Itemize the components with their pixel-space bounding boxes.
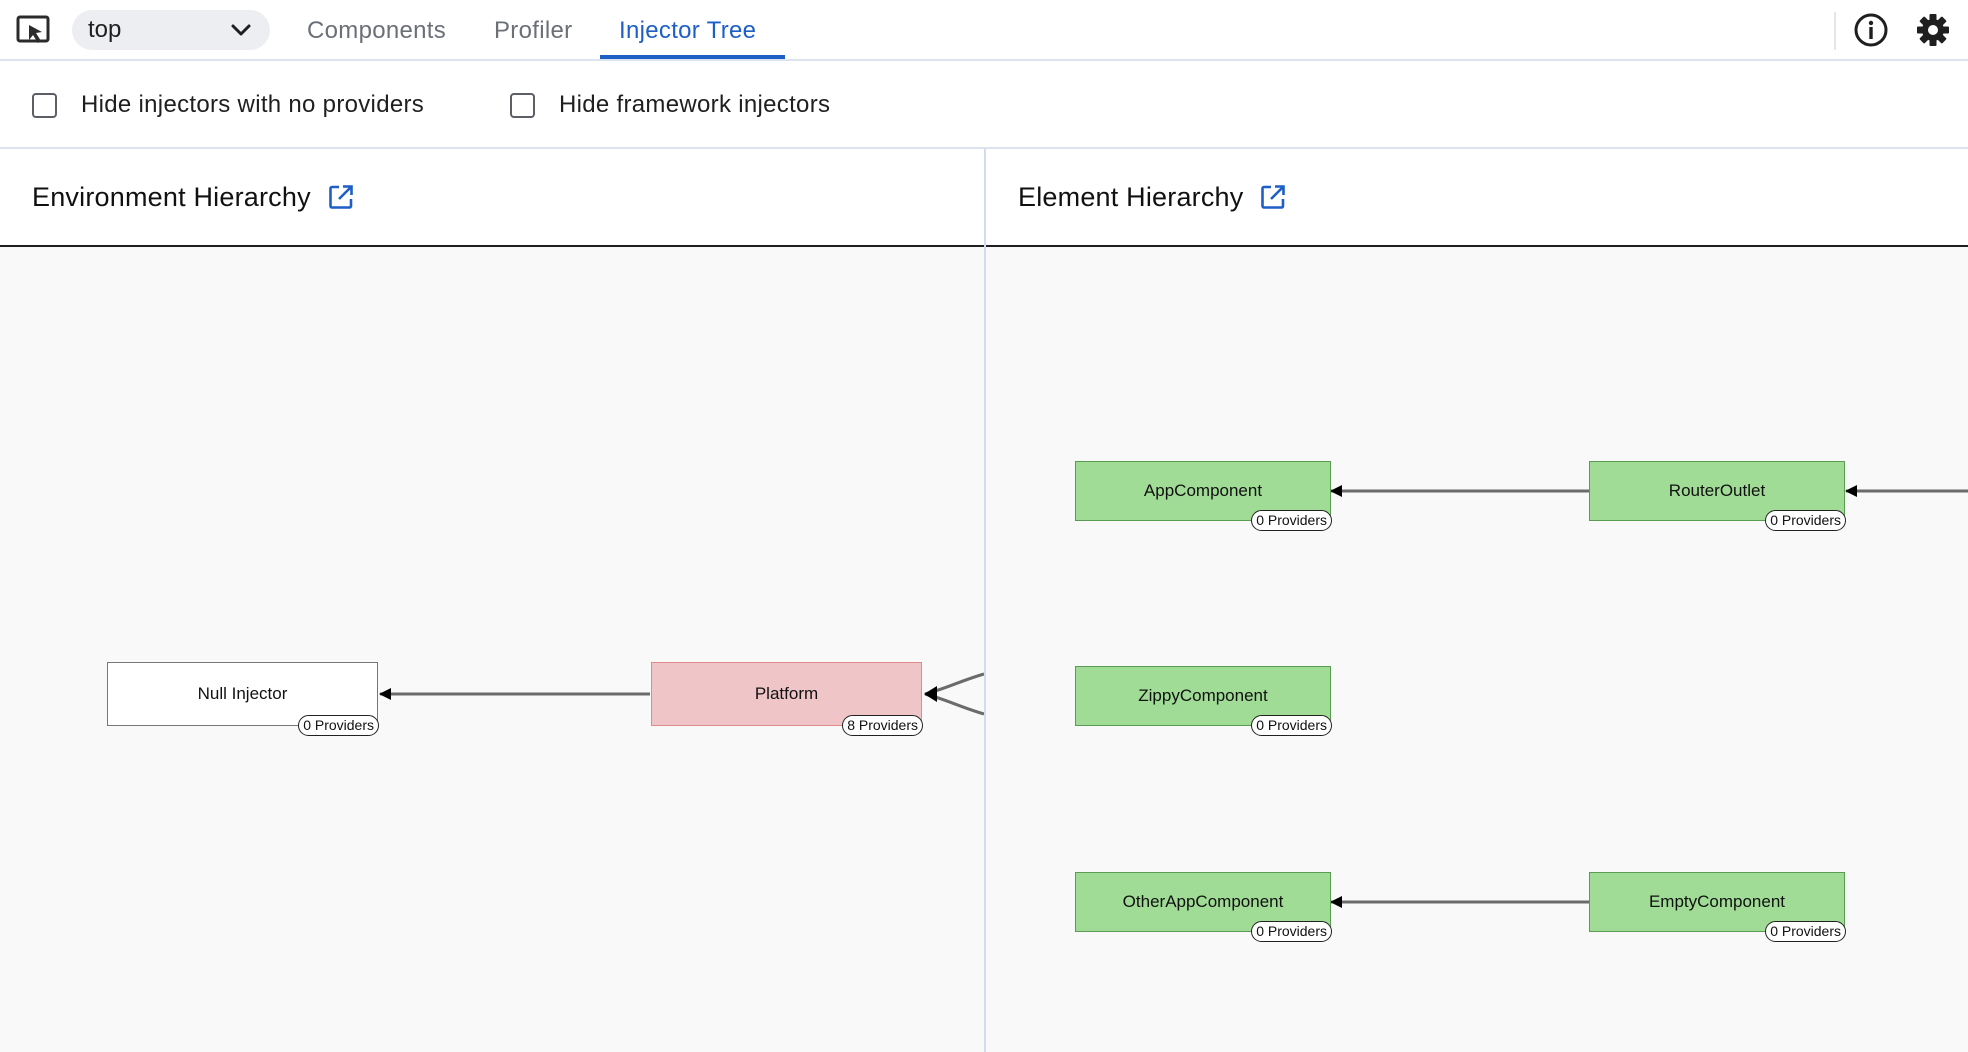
providers-badge: 0 Providers xyxy=(298,715,379,736)
open-in-new-icon[interactable] xyxy=(1259,183,1287,211)
tab-injector-tree-label: Injector Tree xyxy=(619,16,757,44)
settings-button[interactable] xyxy=(1913,10,1953,50)
tab-profiler[interactable]: Profiler xyxy=(494,0,572,61)
node-other-app-component[interactable]: OtherAppComponent 0 Providers xyxy=(1075,872,1332,942)
devtools-toolbar: top Components Profiler Injector Tree xyxy=(0,0,1968,61)
inspect-icon xyxy=(16,15,50,43)
node-null-injector[interactable]: Null Injector 0 Providers xyxy=(107,662,379,736)
edge-arrowhead-platform xyxy=(924,686,937,702)
hide-no-providers-label: Hide injectors with no providers xyxy=(81,91,425,118)
tab-components[interactable]: Components xyxy=(307,0,446,61)
providers-badge: 0 Providers xyxy=(1251,715,1332,736)
inspect-element-button[interactable] xyxy=(14,12,54,48)
providers-badge: 0 Providers xyxy=(1765,510,1846,531)
frame-selector-value: top xyxy=(88,16,122,43)
frame-selector[interactable]: top xyxy=(72,10,270,50)
hide-no-providers-option[interactable]: Hide injectors with no providers xyxy=(32,91,424,119)
chevron-down-icon xyxy=(231,24,251,36)
node-label: EmptyComponent xyxy=(1648,892,1786,911)
hide-framework-option[interactable]: Hide framework injectors xyxy=(510,91,830,119)
tab-injector-tree[interactable]: Injector Tree xyxy=(619,0,756,61)
environment-hierarchy-panel: Environment Hierarchy Null Injector 0 Pr… xyxy=(0,149,984,1052)
providers-badge: 0 Providers xyxy=(1251,921,1332,942)
tab-profiler-label: Profiler xyxy=(494,16,573,44)
info-button[interactable] xyxy=(1851,10,1891,50)
environment-hierarchy-title: Environment Hierarchy xyxy=(32,181,311,212)
panel-splitter[interactable] xyxy=(984,149,986,1052)
hide-framework-label: Hide framework injectors xyxy=(559,91,831,118)
info-icon xyxy=(1854,13,1888,47)
element-hierarchy-title: Element Hierarchy xyxy=(1018,181,1244,212)
providers-badge: 0 Providers xyxy=(1251,510,1332,531)
node-zippy-component[interactable]: ZippyComponent 0 Providers xyxy=(1075,666,1332,736)
element-hierarchy-header: Element Hierarchy xyxy=(986,149,1968,247)
node-label: RouterOutlet xyxy=(1668,481,1766,500)
injector-options-bar: Hide injectors with no providers Hide fr… xyxy=(0,61,1968,149)
node-label: AppComponent xyxy=(1143,481,1263,500)
node-label: OtherAppComponent xyxy=(1122,892,1284,911)
node-label: ZippyComponent xyxy=(1138,686,1268,705)
environment-graph-edges xyxy=(379,672,984,716)
node-platform[interactable]: Platform 8 Providers xyxy=(651,662,923,736)
providers-badge: 0 Providers xyxy=(1765,921,1846,942)
toolbar-divider xyxy=(1834,12,1836,50)
hide-framework-checkbox[interactable] xyxy=(510,92,535,118)
open-in-new-icon[interactable] xyxy=(327,183,355,211)
node-label: Null Injector xyxy=(197,684,288,703)
node-label: Platform xyxy=(754,684,819,703)
node-app-component[interactable]: AppComponent 0 Providers xyxy=(1075,461,1332,531)
node-router-outlet[interactable]: RouterOutlet 0 Providers xyxy=(1589,461,1846,531)
active-tab-indicator xyxy=(600,55,785,59)
node-empty-component[interactable]: EmptyComponent 0 Providers xyxy=(1589,872,1846,942)
environment-hierarchy-header: Environment Hierarchy xyxy=(0,149,984,247)
tab-components-label: Components xyxy=(307,16,447,44)
gear-icon xyxy=(1917,14,1949,46)
providers-badge: 8 Providers xyxy=(842,715,923,736)
hide-no-providers-checkbox[interactable] xyxy=(32,92,57,118)
element-graph-edges xyxy=(1330,485,1968,908)
element-hierarchy-panel: Element Hierarchy AppComponent 0 Provide… xyxy=(986,149,1968,1052)
